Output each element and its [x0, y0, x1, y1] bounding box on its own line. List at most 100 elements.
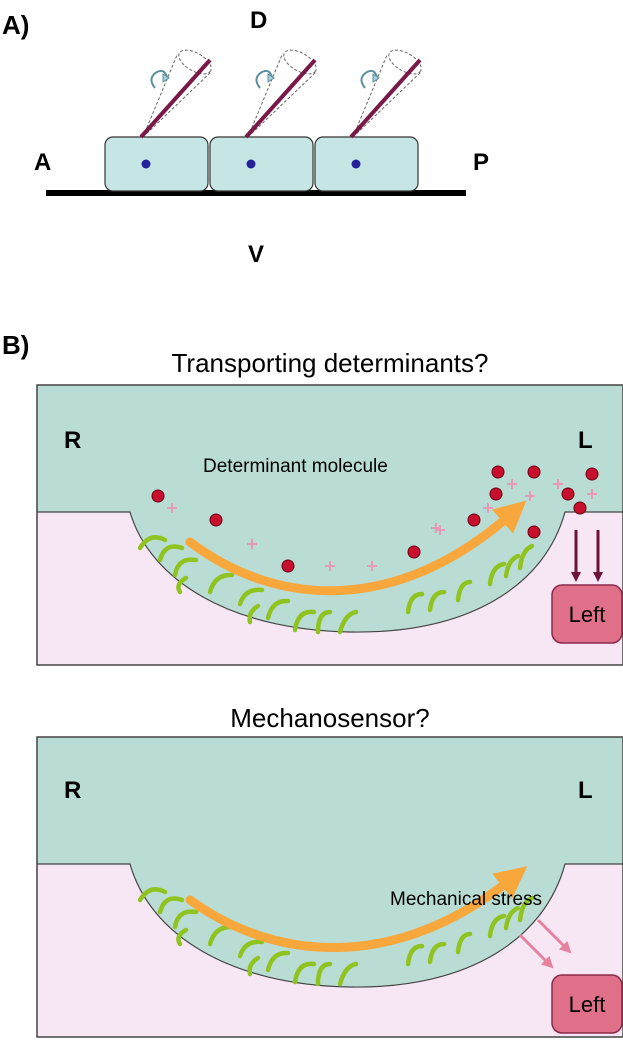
- mechano-panel: Mechanosensor? R L Mechanical stress Lef…: [36, 703, 623, 1038]
- node-cilium: [237, 587, 265, 607]
- node-cilium: [517, 543, 535, 571]
- node-cilium: [137, 535, 168, 551]
- node-cilium: [292, 961, 317, 985]
- transport-frame: [36, 384, 623, 666]
- epithelium-base-line: [46, 190, 466, 196]
- node-cilium: [315, 961, 333, 987]
- transport-right-label: R: [64, 427, 81, 454]
- node-cilium: [503, 553, 521, 579]
- plus-marker: [431, 523, 441, 533]
- cell-row: [104, 49, 422, 192]
- determinant-molecule: [281, 559, 295, 573]
- cilium: [244, 58, 317, 139]
- mechano-left-box-label: Left: [569, 992, 606, 1017]
- plus-marker: [525, 491, 535, 501]
- rotation-arrow-icon: [255, 69, 273, 89]
- node-cilium: [315, 609, 333, 635]
- determinant-molecule: [585, 467, 599, 481]
- determinant-molecule: [209, 513, 223, 527]
- panel-b: B): [2, 330, 29, 360]
- node-cilium: [405, 943, 425, 967]
- transport-panel: Transporting determinants? R L Determina…: [36, 348, 623, 666]
- ventral-label: V: [248, 241, 264, 268]
- mechano-left-box: Left: [551, 974, 623, 1034]
- rotation-arrow-icon: [150, 69, 168, 89]
- stress-arrow-1: [536, 918, 572, 954]
- node-cilium: [137, 887, 168, 903]
- node-cilium: [265, 950, 291, 973]
- determinant-molecule: [491, 465, 505, 479]
- node-cilium: [517, 895, 535, 923]
- node-cilium: [172, 909, 199, 930]
- epithelial-cell: [104, 49, 212, 192]
- determinant-molecule: [561, 487, 575, 501]
- transport-cilia: [137, 535, 535, 635]
- anterior-label: A: [34, 149, 51, 176]
- node-cilium: [427, 589, 447, 613]
- node-cilium: [427, 941, 447, 965]
- node-cilium: [207, 572, 235, 595]
- rotation-cone: [247, 54, 317, 138]
- nucleus: [246, 159, 256, 169]
- mechano-frame: [36, 736, 623, 1038]
- node-cilium: [292, 609, 317, 633]
- nucleus: [351, 159, 361, 169]
- determinant-molecule: [527, 525, 541, 539]
- cell-body: [314, 136, 419, 192]
- nucleus: [141, 159, 151, 169]
- node-cilium: [247, 603, 261, 625]
- determinant-molecule: [467, 513, 481, 527]
- determinant-molecule: [573, 501, 587, 515]
- cilium: [139, 58, 212, 139]
- plus-marker: [167, 503, 177, 513]
- transport-left-box-label: Left: [569, 602, 606, 627]
- mechano-title: Mechanosensor?: [230, 703, 429, 733]
- stress-arrow-2: [518, 933, 554, 969]
- mechano-right-label: R: [64, 777, 81, 804]
- node-cilium: [405, 591, 425, 615]
- plus-marker: [553, 479, 563, 489]
- plus-marker: [367, 561, 377, 571]
- node-cilium: [157, 896, 185, 915]
- node-cilium: [503, 905, 521, 931]
- rotation-cone: [352, 54, 422, 138]
- node-cilium: [157, 544, 185, 563]
- mechano-cilia: [137, 887, 535, 987]
- node-cilium: [247, 955, 261, 977]
- node-cilium: [265, 598, 291, 621]
- plus-marker: [247, 539, 257, 549]
- determinant-molecule-label: Determinant molecule: [203, 456, 388, 477]
- cilium: [349, 58, 422, 139]
- determinant-molecule: [407, 545, 421, 559]
- node-cilium: [337, 609, 359, 635]
- epithelial-cell: [209, 49, 317, 192]
- dorsal-label: D: [250, 7, 267, 34]
- node-cilium: [172, 557, 199, 578]
- node-cilium: [337, 961, 359, 987]
- transport-title: Transporting determinants?: [172, 348, 489, 378]
- panel-a: A) D V A P: [2, 7, 489, 268]
- transport-flow-arrow: [185, 500, 527, 596]
- transport-left-label: L: [578, 427, 593, 454]
- determinant-molecule: [151, 489, 165, 503]
- node-cilium: [176, 927, 189, 947]
- rotation-arrow-icon: [360, 69, 378, 89]
- cell-body: [104, 136, 209, 192]
- transport-molecules: [151, 465, 599, 573]
- determinant-molecule: [489, 487, 503, 501]
- panel-a-label: A): [2, 10, 29, 40]
- node-cilium: [455, 579, 473, 603]
- node-cilium: [487, 913, 507, 939]
- rotation-cone: [142, 54, 212, 138]
- plus-marker: [587, 489, 597, 499]
- mechano-flow-arrow: [185, 866, 528, 952]
- transport-left-box: Left: [551, 584, 623, 644]
- node-cilium: [455, 931, 473, 955]
- plus-marker: [325, 561, 335, 571]
- mechanical-stress-label: Mechanical stress: [390, 889, 542, 910]
- plus-marker: [483, 503, 493, 513]
- panel-b-label: B): [2, 330, 29, 360]
- determinant-molecule: [527, 465, 541, 479]
- cell-body: [209, 136, 314, 192]
- posterior-label: P: [473, 149, 489, 176]
